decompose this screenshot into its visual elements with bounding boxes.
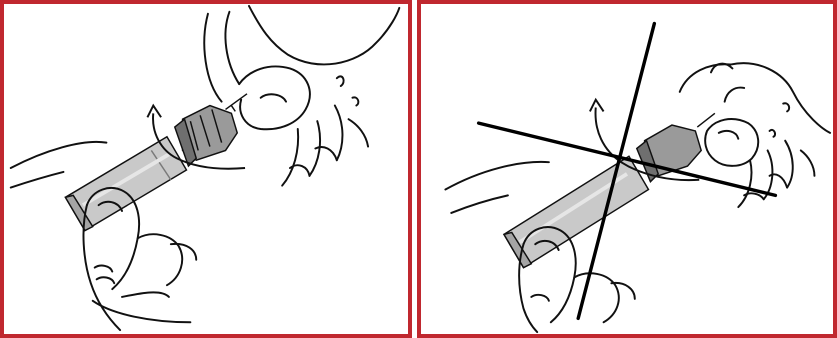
instruction-panel-twist-cap (0, 0, 412, 338)
upper-hand-icon (204, 6, 399, 186)
twist-cap-illustration (4, 4, 408, 334)
needle-icon (226, 94, 247, 112)
do-not-illustration (421, 4, 833, 334)
pen-cartridge-icon (504, 156, 648, 267)
upper-hand-icon (680, 63, 830, 207)
instruction-panel-do-not (417, 0, 837, 338)
needle-cap-icon (175, 106, 237, 167)
pen-cartridge-icon (65, 137, 186, 231)
